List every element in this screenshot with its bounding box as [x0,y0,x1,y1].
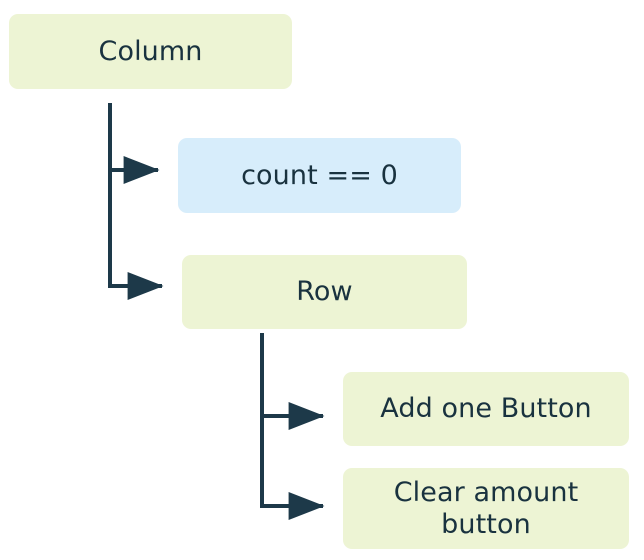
node-row[interactable]: Row [182,255,467,329]
node-clear-amount-button[interactable]: Clear amount button [343,468,629,549]
edge-row-to-clear [260,416,325,520]
node-count-condition-label: count == 0 [241,159,398,191]
edge-row-to-add-one [260,333,325,430]
node-add-one-button-label: Add one Button [380,393,592,425]
edge-column-to-row [108,170,164,300]
node-add-one-button[interactable]: Add one Button [343,372,629,446]
node-count-condition[interactable]: count == 0 [178,138,461,213]
node-column[interactable]: Column [9,14,292,89]
node-row-label: Row [296,276,353,308]
node-column-label: Column [98,35,203,67]
edge-column-to-count [108,103,160,184]
node-clear-amount-button-label: Clear amount button [393,476,579,540]
